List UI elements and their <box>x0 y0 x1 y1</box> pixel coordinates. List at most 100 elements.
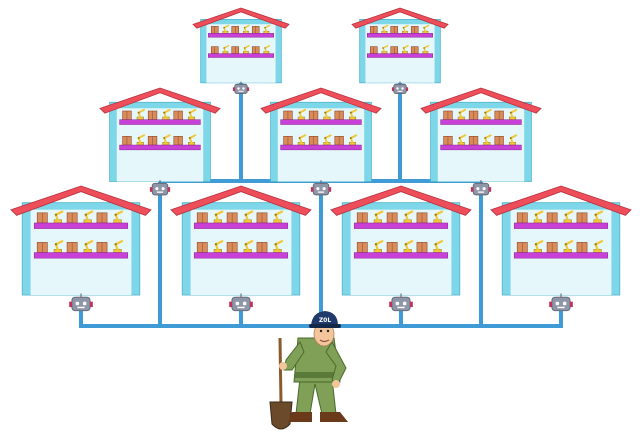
box-icon <box>210 46 219 54</box>
warehouse-level3-4 <box>490 185 632 312</box>
robotic-arm-icon <box>83 239 94 253</box>
robotic-arm-icon <box>373 210 384 224</box>
robotic-arm-icon <box>53 239 64 253</box>
box-icon <box>356 212 368 224</box>
box-icon <box>334 136 344 146</box>
cap-label: Z0L <box>319 317 332 324</box>
shelf <box>367 33 433 38</box>
robotic-arm-icon <box>113 239 124 253</box>
box-icon <box>369 26 378 34</box>
hand-right <box>332 380 340 388</box>
eye <box>326 329 330 333</box>
arm-left <box>283 341 305 371</box>
robotic-arm-icon <box>533 239 544 253</box>
warehouse-level2-3 <box>420 87 542 196</box>
robot-head-icon <box>232 81 250 94</box>
warehouse-roof <box>170 185 312 216</box>
box-icon <box>443 136 453 146</box>
warehouse-roof <box>420 87 542 114</box>
shelf <box>513 222 609 229</box>
box-icon <box>96 242 108 253</box>
robotic-arm-icon <box>187 108 197 120</box>
box-icon <box>494 136 504 146</box>
box-icon <box>516 242 528 253</box>
cap <box>311 311 338 326</box>
box-icon <box>308 110 319 121</box>
box-icon <box>147 136 158 146</box>
robotic-arm-icon <box>243 24 250 34</box>
warehouse-roof <box>351 7 449 29</box>
box-icon <box>122 110 132 121</box>
box-icon <box>576 212 588 224</box>
box-icon <box>334 110 344 121</box>
box-icon <box>308 136 319 146</box>
box-icon <box>390 26 399 34</box>
box-icon <box>251 46 260 54</box>
warehouse-level3-1 <box>10 185 152 312</box>
eye <box>319 329 323 333</box>
shelf <box>33 252 129 259</box>
box-icon <box>196 242 208 253</box>
warehouse-level1-1 <box>192 7 290 94</box>
box-icon <box>410 26 419 34</box>
box-icon <box>226 212 238 224</box>
belt <box>295 372 339 378</box>
box-icon <box>546 242 558 253</box>
box-icon <box>546 212 558 224</box>
shelf <box>193 252 289 259</box>
box-icon <box>210 26 219 34</box>
robotic-arm-icon <box>113 210 124 224</box>
robotic-arm-icon <box>402 45 409 54</box>
box-icon <box>369 46 378 54</box>
box-icon <box>416 242 428 253</box>
warehouse-level3-3 <box>330 185 472 312</box>
shelf <box>513 252 609 259</box>
box-icon <box>122 136 132 146</box>
box-icon <box>66 242 78 253</box>
robot-head-icon <box>470 180 492 196</box>
warehouse-level1-2 <box>351 7 449 94</box>
boot-right <box>320 412 348 422</box>
box-icon <box>36 212 48 224</box>
box-icon <box>231 46 240 54</box>
box-icon <box>36 242 48 253</box>
box-icon <box>390 46 399 54</box>
box-icon <box>283 136 293 146</box>
shelf <box>119 144 201 151</box>
robot-head-icon <box>549 293 573 312</box>
box-icon <box>147 110 158 121</box>
box-icon <box>96 212 108 224</box>
shelf <box>353 252 449 259</box>
cap-brim <box>309 324 341 328</box>
robot-head-icon <box>149 180 171 196</box>
robot-head-icon <box>69 293 93 312</box>
warehouse-roof <box>99 87 221 114</box>
box-icon <box>283 110 293 121</box>
mouth <box>319 339 330 342</box>
arm-right <box>325 340 347 385</box>
warehouse-roof <box>10 185 152 216</box>
worker-with-shovel-icon: Z0L <box>269 311 348 430</box>
shelf <box>208 53 274 58</box>
robot-head-icon <box>391 81 409 94</box>
shelf <box>353 222 449 229</box>
robotic-arm-icon <box>243 239 254 253</box>
box-icon <box>410 46 419 54</box>
robotic-arm-icon <box>297 134 307 146</box>
shelf <box>193 222 289 229</box>
shelf <box>33 222 129 229</box>
shelf <box>280 144 362 151</box>
robotic-arm-icon <box>83 210 94 224</box>
box-icon <box>256 242 268 253</box>
shelf <box>440 119 522 125</box>
warehouse-roof <box>490 185 632 216</box>
warehouse-level2-2 <box>260 87 382 196</box>
boot-left <box>288 412 312 422</box>
warehouse-roof <box>192 7 290 29</box>
box-icon <box>226 242 238 253</box>
robotic-arm-icon <box>403 239 414 253</box>
hand-left <box>279 362 287 370</box>
box-icon <box>386 242 398 253</box>
